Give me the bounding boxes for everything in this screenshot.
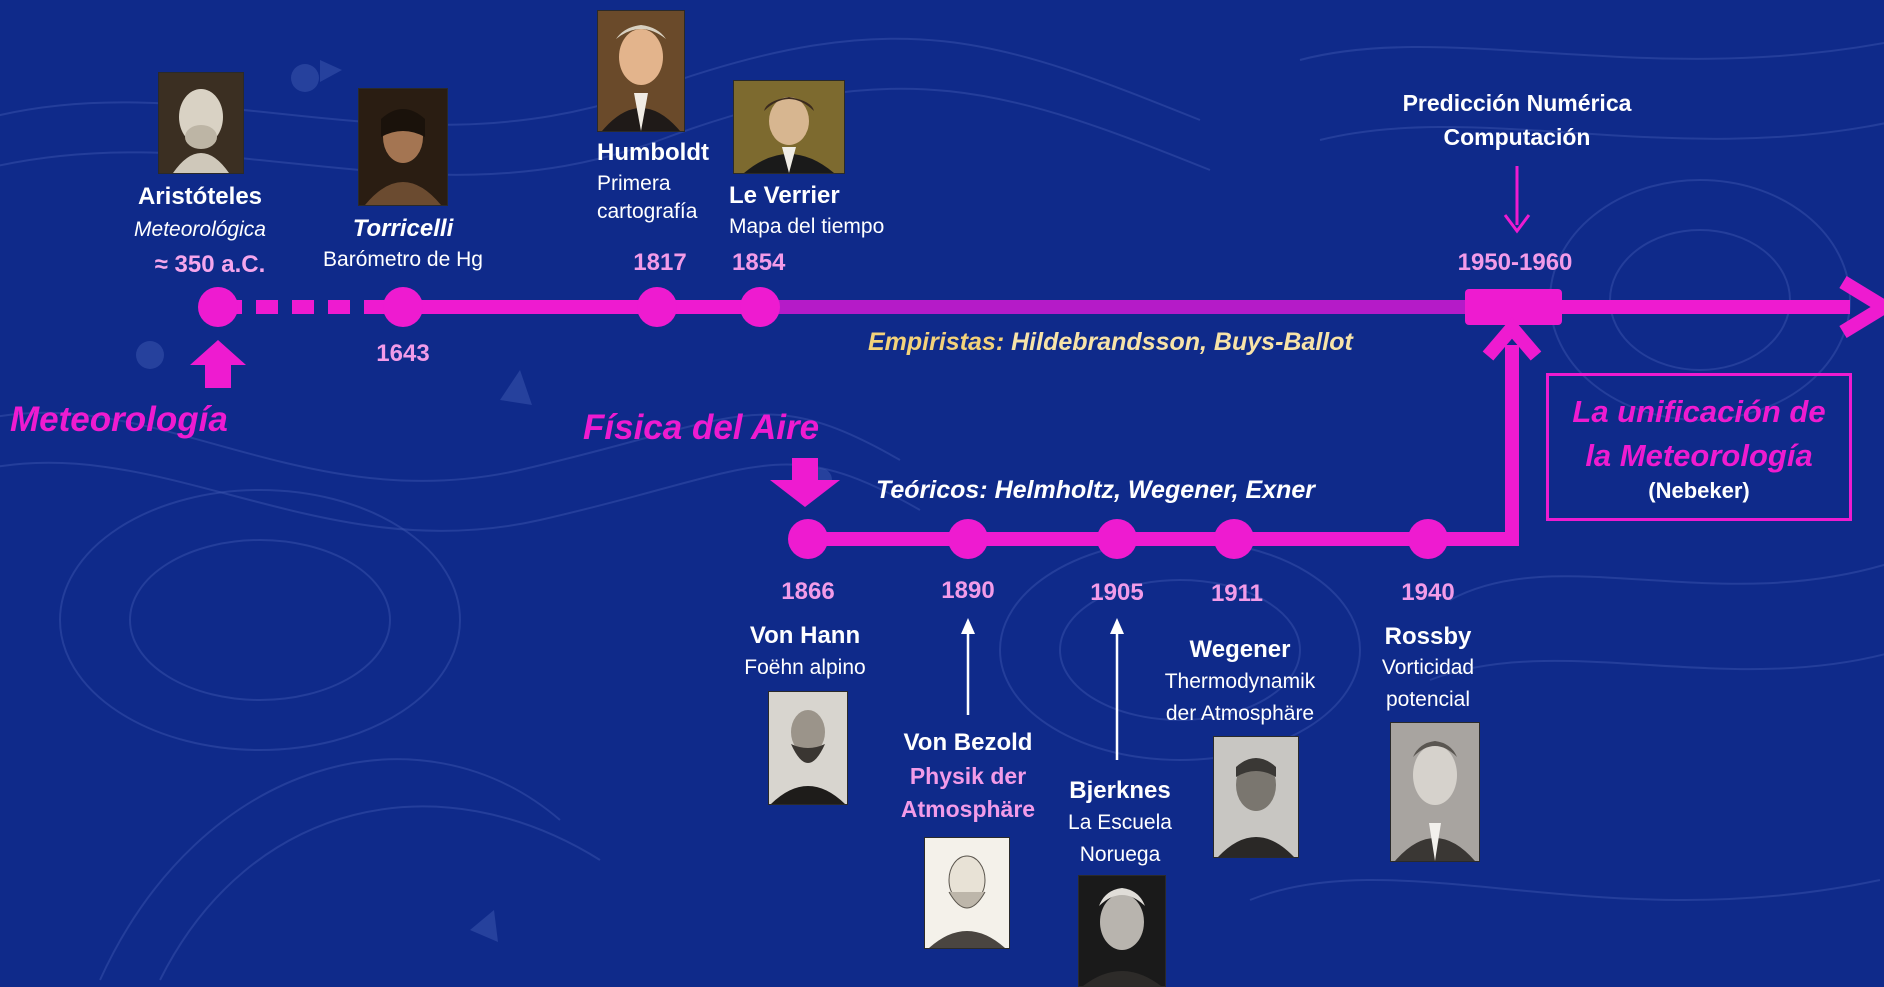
- wegener-year: 1911: [1210, 580, 1264, 607]
- wegener-desc-1: Thermodynamik: [1164, 670, 1316, 693]
- empiristas-names: Hildebrandsson, Buys-Ballot: [1011, 328, 1353, 356]
- von-bezold-year: 1890: [941, 577, 995, 604]
- von-hann-year: 1866: [781, 578, 835, 605]
- von-hann-portrait: [768, 691, 848, 805]
- humboldt-year: 1817: [633, 249, 687, 276]
- prediction-year: 1950-1960: [1457, 249, 1573, 276]
- von-bezold-desc-1: Physik der: [909, 763, 1027, 789]
- aristoteles-year: ≈ 350 a.C.: [154, 251, 266, 278]
- prediction-label: Predicción Numérica Computación: [1403, 86, 1632, 154]
- dot-1854: [740, 287, 780, 327]
- wegener-desc-2: der Atmosphäre: [1165, 702, 1315, 725]
- le-verrier-portrait: [733, 80, 845, 174]
- wegener-desc: Thermodynamik der Atmosphäre: [1165, 666, 1316, 730]
- torricelli-desc: Barómetro de Hg: [323, 248, 483, 271]
- prediction-line-1: Predicción Numérica: [1402, 90, 1632, 116]
- von-hann-name: Von Hann: [749, 622, 861, 649]
- bjerknes-desc: La Escuela Noruega: [1068, 807, 1172, 871]
- rossby-name: Rossby: [1384, 623, 1472, 650]
- connector-arrow-head: [1482, 317, 1542, 361]
- dot-aristoteles: [198, 287, 238, 327]
- humboldt-desc-1: Primera: [597, 172, 671, 195]
- block-1950-1960: [1465, 289, 1562, 325]
- fisica-down-arrow: [770, 458, 840, 507]
- meteorologia-up-arrow: [190, 340, 246, 388]
- dot-1905: [1097, 519, 1137, 559]
- von-bezold-portrait: [924, 837, 1010, 949]
- prediction-arrow-head: [1503, 214, 1531, 234]
- torricelli-portrait: [358, 88, 448, 206]
- von-bezold-name: Von Bezold: [903, 729, 1033, 756]
- wegener-portrait: [1213, 736, 1299, 858]
- dot-1643: [383, 287, 423, 327]
- bjerknes-desc-1: La Escuela: [1068, 811, 1172, 834]
- humboldt-desc-2: cartografía: [597, 200, 698, 223]
- le-verrier-desc: Mapa del tiempo: [729, 215, 885, 238]
- bjerknes-portrait: [1078, 875, 1166, 987]
- arrow-head-right: [1839, 276, 1884, 338]
- rossby-desc-1: Vorticidad: [1381, 656, 1475, 679]
- unification-sub: (Nebeker): [1648, 478, 1750, 503]
- rossby-desc: Vorticidad potencial: [1382, 652, 1474, 716]
- le-verrier-year: 1854: [732, 249, 786, 276]
- von-hann-desc: Foëhn alpino: [744, 656, 866, 679]
- dot-1866: [788, 519, 828, 559]
- torricelli-name: Torricelli: [352, 215, 454, 242]
- bjerknes-year: 1905: [1090, 579, 1144, 606]
- unification-line-1: La unificación de: [1572, 394, 1826, 429]
- dot-1817: [637, 287, 677, 327]
- dot-1890: [948, 519, 988, 559]
- meteorologia-title: Meteorología: [10, 400, 228, 439]
- von-bezold-desc-2: Atmosphäre: [900, 796, 1036, 822]
- teoricos-names: Helmholtz, Wegener, Exner: [994, 476, 1316, 504]
- teoricos-key: Teóricos:: [876, 476, 988, 504]
- humboldt-name: Humboldt: [597, 139, 709, 166]
- teoricos-label: Teóricos: Helmholtz, Wegener, Exner: [876, 476, 1315, 505]
- dot-1940: [1408, 519, 1448, 559]
- le-verrier-name: Le Verrier: [729, 182, 840, 209]
- empiristas-label: Empiristas: Hildebrandsson, Buys-Ballot: [868, 328, 1353, 357]
- rossby-year: 1940: [1401, 579, 1455, 606]
- torricelli-year: 1643: [376, 340, 430, 367]
- rossby-portrait: [1390, 722, 1480, 862]
- empiristas-key: Empiristas:: [868, 328, 1005, 356]
- aristoteles-portrait: [158, 72, 244, 174]
- aristoteles-desc: Meteorológica: [134, 218, 266, 241]
- rossby-desc-2: potencial: [1385, 688, 1471, 711]
- unification-box: La unificación de la Meteorología (Nebek…: [1546, 373, 1852, 521]
- humboldt-portrait: [597, 10, 685, 132]
- bjerknes-name: Bjerknes: [1069, 777, 1171, 804]
- fisica-del-aire-title: Física del Aire: [583, 408, 820, 447]
- bjerknes-desc-2: Noruega: [1079, 843, 1161, 866]
- dot-1911: [1214, 519, 1254, 559]
- unification-line-2: la Meteorología: [1585, 438, 1813, 473]
- prediction-line-2: Computación: [1443, 124, 1591, 150]
- von-bezold-desc: Physik der Atmosphäre: [901, 760, 1035, 826]
- aristoteles-name: Aristóteles: [137, 183, 263, 210]
- wegener-name: Wegener: [1189, 636, 1291, 663]
